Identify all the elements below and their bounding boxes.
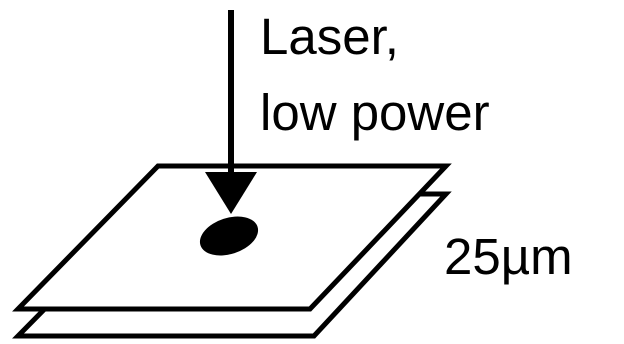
laser-label-line2: low power [260, 84, 490, 141]
laser-arrow-head [205, 172, 257, 214]
laser-spot [199, 216, 259, 256]
laser-label-line1: Laser, [260, 8, 399, 65]
thickness-label: 25µm [444, 228, 573, 285]
